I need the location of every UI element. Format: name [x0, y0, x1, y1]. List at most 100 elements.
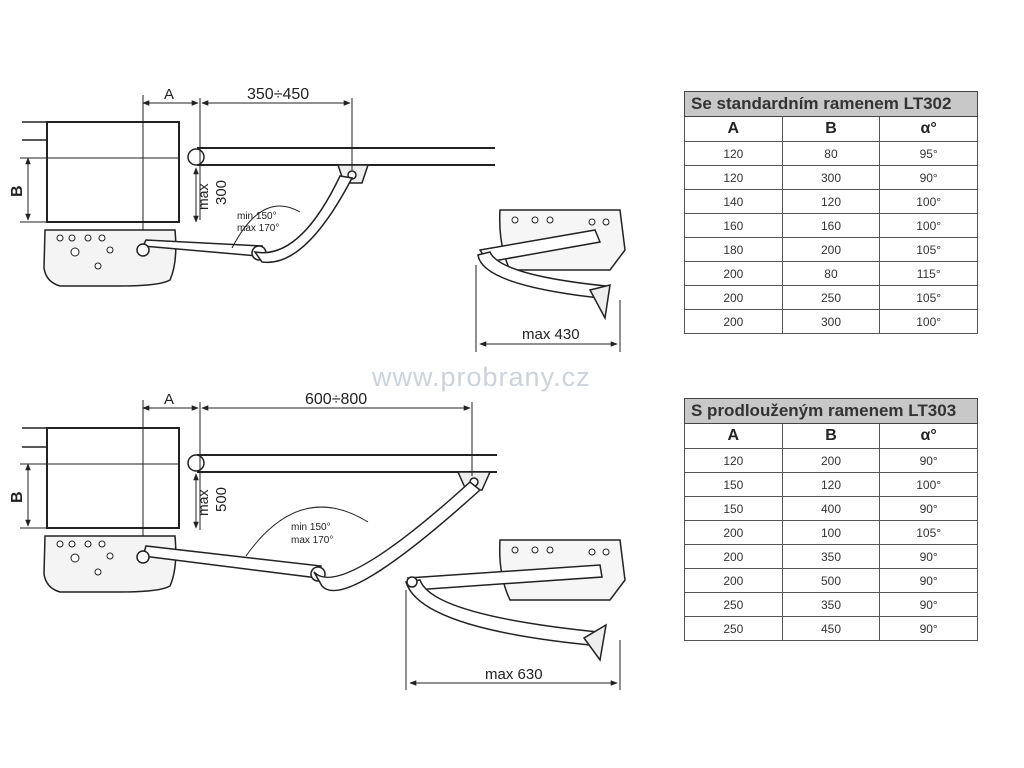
cell: 105°: [879, 520, 978, 545]
cell: 80: [781, 141, 881, 166]
cell: 450: [781, 616, 881, 641]
cell: 200: [684, 568, 783, 593]
bottom-max-width: max 630: [485, 666, 543, 683]
motor-housing-2: [46, 427, 180, 529]
motor-base-plate: [43, 229, 177, 287]
watermark-text: www.probrany.cz: [372, 362, 591, 392]
cell: 140: [684, 189, 783, 214]
top-angle-min: min 150°: [237, 211, 277, 222]
cell: 200: [684, 285, 783, 310]
cell: 300: [781, 309, 881, 334]
top-max-width: max 430: [522, 326, 580, 343]
table-standard-header-b: B: [781, 116, 881, 142]
cell: 100°: [879, 472, 978, 497]
top-dim-span: 350÷450: [247, 86, 309, 103]
cell: 160: [684, 213, 783, 238]
cell: 300: [781, 165, 881, 190]
cell: 120: [684, 141, 783, 166]
cell: 250: [684, 616, 783, 641]
top-labels: A 350÷450 B max 300 min 150° max 170° ma…: [9, 86, 580, 343]
cell: 115°: [879, 261, 978, 286]
cell: 180: [684, 237, 783, 262]
cell: 150: [684, 496, 783, 521]
bottom-labels: A 600÷800 B max 500 min 150° max 170° ma…: [9, 391, 543, 683]
motor-base-plate-2: [43, 535, 177, 593]
top-diagram: [20, 95, 495, 287]
cell: 500: [781, 568, 881, 593]
bottom-diagram: [20, 400, 497, 593]
cell: 200: [684, 520, 783, 545]
cell: 200: [684, 309, 783, 334]
cell: 350: [781, 592, 881, 617]
table-extended-header-alpha: α°: [879, 423, 978, 449]
arm-curved: [253, 175, 354, 264]
motor-housing: [46, 121, 180, 223]
cell: 90°: [879, 496, 978, 521]
cell: 200: [781, 448, 881, 473]
cell: 120: [684, 165, 783, 190]
cell: 250: [684, 592, 783, 617]
cell: 90°: [879, 616, 978, 641]
cell: 200: [684, 544, 783, 569]
table-standard-header-alpha: α°: [879, 116, 978, 142]
cell: 100°: [879, 309, 978, 334]
cell: 160: [781, 213, 881, 238]
cell: 200: [684, 261, 783, 286]
bottom-angle-min: min 150°: [291, 522, 331, 533]
table-standard-header-a: A: [684, 116, 783, 142]
table-extended-title: S prodlouženým ramenem LT303: [684, 398, 978, 424]
cell: 105°: [879, 285, 978, 310]
cell: 105°: [879, 237, 978, 262]
cell: 120: [684, 448, 783, 473]
cell: 80: [781, 261, 881, 286]
cell: 90°: [879, 165, 978, 190]
top-side-view: [475, 209, 626, 352]
table-extended-header-a: A: [684, 423, 783, 449]
arm-straight-2: [142, 545, 322, 579]
bottom-side-view: [405, 539, 626, 690]
cell: 95°: [879, 141, 978, 166]
bottom-dim-a: A: [164, 391, 174, 408]
bottom-angle-max: max 170°: [291, 535, 333, 546]
top-dim-a: A: [164, 86, 174, 103]
bottom-dim-b: B: [9, 491, 26, 503]
table-standard-title: Se standardním ramenem LT302: [684, 91, 978, 117]
cell: 90°: [879, 592, 978, 617]
cell: 100°: [879, 189, 978, 214]
top-dim-b: B: [9, 185, 26, 197]
top-dim-max-label: max: [195, 184, 211, 210]
cell: 400: [781, 496, 881, 521]
top-angle-max: max 170°: [237, 223, 279, 234]
cell: 120: [781, 472, 881, 497]
top-dim-max-value: 300: [213, 180, 230, 205]
arm-curved-2: [313, 481, 482, 592]
cell: 90°: [879, 568, 978, 593]
cell: 100°: [879, 213, 978, 238]
cell: 250: [781, 285, 881, 310]
cell: 350: [781, 544, 881, 569]
cell: 100: [781, 520, 881, 545]
bottom-dim-max-label: max: [195, 490, 211, 516]
bottom-dim-span: 600÷800: [305, 391, 367, 408]
cell: 90°: [879, 544, 978, 569]
cell: 90°: [879, 448, 978, 473]
